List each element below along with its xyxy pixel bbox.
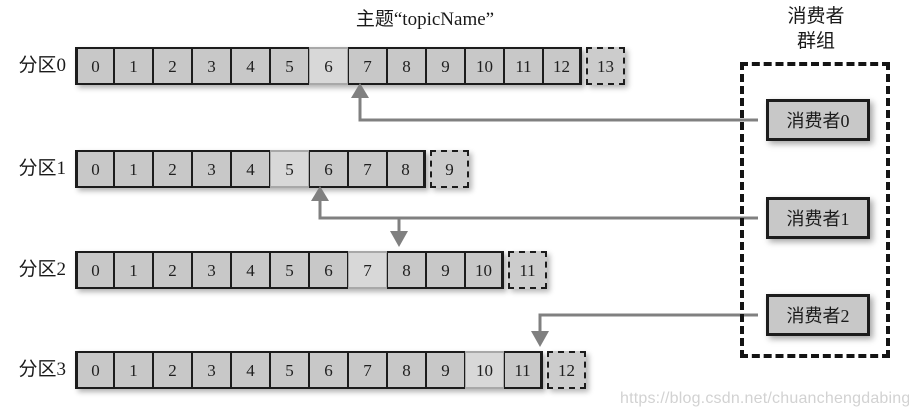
offset-cell[interactable]: 1 [114,150,153,188]
offset-cell[interactable]: 5 [270,351,309,389]
offset-cell[interactable]: 3 [192,150,231,188]
partition-label: 分区1 [18,158,66,179]
offset-cell[interactable]: 5 [270,251,309,289]
offset-cell[interactable]: 6 [309,251,348,289]
offset-cell[interactable]: 9 [426,251,465,289]
partition-label: 分区2 [18,259,66,280]
offset-cell[interactable]: 8 [387,351,426,389]
offset-cell[interactable]: 11 [504,351,543,389]
offset-cell[interactable]: 0 [75,150,114,188]
offset-cell-current[interactable]: 7 [348,251,387,289]
offset-cell[interactable]: 11 [504,47,543,85]
topic-title: 主题“topicName” [355,9,495,30]
consumer-box-2[interactable]: 消费者2 [766,294,870,336]
consumer-group-box [740,62,890,358]
offset-cell[interactable]: 4 [231,351,270,389]
offset-cell-next[interactable]: 9 [430,150,469,188]
offset-cell-current[interactable]: 6 [309,47,348,85]
offset-cell-current[interactable]: 5 [270,150,309,188]
offset-cell-next[interactable]: 11 [508,251,547,289]
offset-cell[interactable]: 3 [192,351,231,389]
offset-cell[interactable]: 12 [543,47,582,85]
partition-label: 分区0 [18,55,66,76]
connector-consumer2-partition3 [531,313,758,347]
offset-cell[interactable]: 5 [270,47,309,85]
offset-cell[interactable]: 4 [231,47,270,85]
consumer-group-title-line2: 群组 [796,31,835,52]
connector-consumer0-partition0 [351,83,758,122]
offset-cell[interactable]: 2 [153,251,192,289]
offset-cell[interactable]: 7 [348,150,387,188]
offset-cell[interactable]: 3 [192,251,231,289]
offset-cell-next[interactable]: 12 [547,351,586,389]
consumer-box-1[interactable]: 消费者1 [766,197,870,239]
offset-cell[interactable]: 0 [75,351,114,389]
offset-cell[interactable]: 3 [192,47,231,85]
partition-label: 分区3 [18,359,66,380]
offset-cell[interactable]: 2 [153,150,192,188]
offset-cell[interactable]: 10 [465,47,504,85]
consumer-box-0[interactable]: 消费者0 [766,99,870,141]
offset-cell[interactable]: 8 [387,47,426,85]
offset-cell[interactable]: 9 [426,47,465,85]
offset-cell[interactable]: 4 [231,251,270,289]
offset-cell[interactable]: 9 [426,351,465,389]
offset-cell[interactable]: 10 [465,251,504,289]
offset-cell[interactable]: 0 [75,251,114,289]
offset-cell[interactable]: 6 [309,351,348,389]
offset-cell[interactable]: 1 [114,351,153,389]
offset-cell[interactable]: 2 [153,47,192,85]
offset-cell[interactable]: 4 [231,150,270,188]
offset-cell[interactable]: 7 [348,47,387,85]
offset-cell-next[interactable]: 13 [586,47,625,85]
offset-cell[interactable]: 7 [348,351,387,389]
connector-consumer1-partition1-partition2 [311,186,758,247]
offset-cell[interactable]: 1 [114,47,153,85]
offset-cell[interactable]: 1 [114,251,153,289]
offset-cell[interactable]: 0 [75,47,114,85]
offset-cell[interactable]: 8 [387,150,426,188]
offset-cell-current[interactable]: 10 [465,351,504,389]
offset-cell[interactable]: 6 [309,150,348,188]
consumer-group-title-line1: 消费者 [787,6,845,27]
offset-cell[interactable]: 2 [153,351,192,389]
watermark: https://blog.csdn.net/chuanchengdabing [620,390,909,407]
consumer-group-title: 消费者 群组 [740,4,892,54]
offset-cell[interactable]: 8 [387,251,426,289]
